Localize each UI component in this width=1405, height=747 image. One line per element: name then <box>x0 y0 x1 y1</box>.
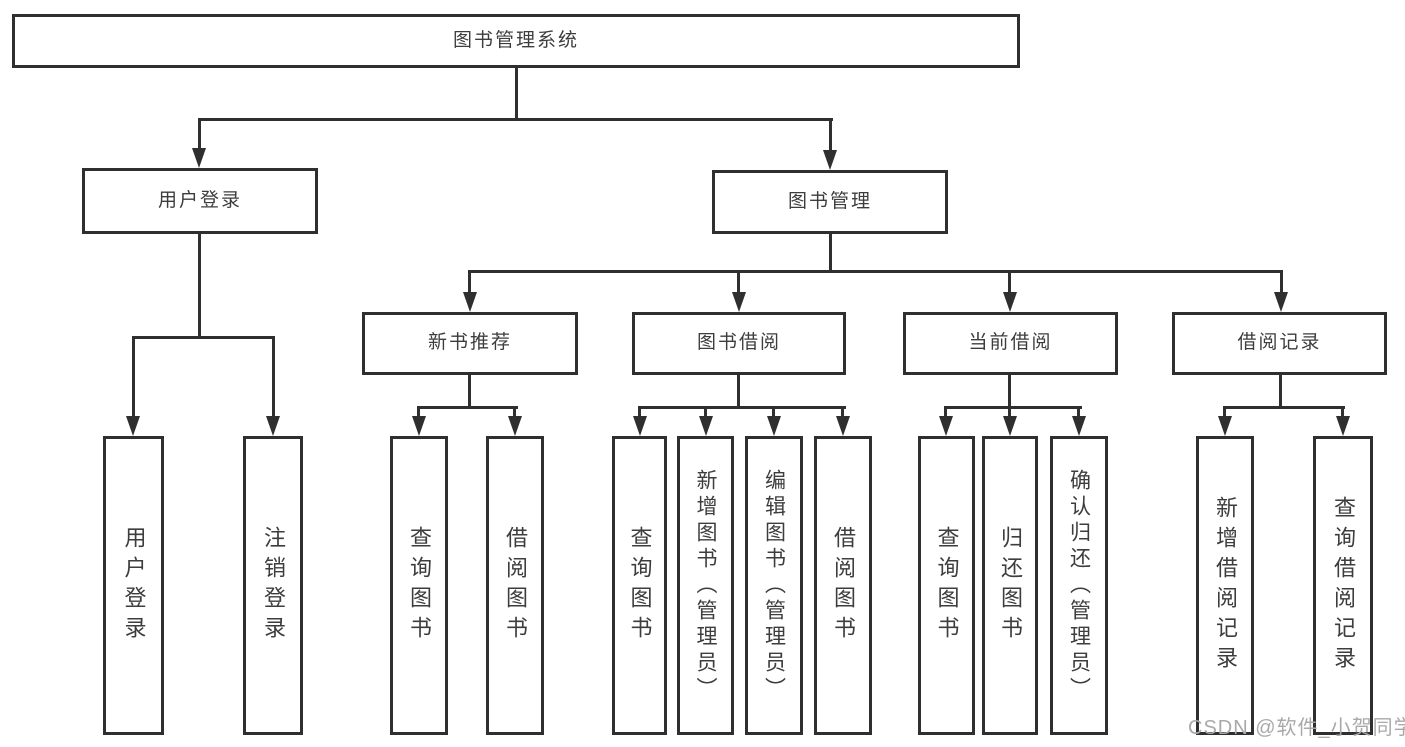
arrow-down-icon <box>266 416 280 436</box>
arrow-down-icon <box>1274 292 1288 312</box>
connector-line <box>704 406 707 418</box>
arrow-down-icon <box>126 416 140 436</box>
connector-line <box>1077 406 1080 418</box>
leaf-borrow-books-recommend-label: 借阅图书 <box>503 525 528 646</box>
arrow-down-icon <box>732 292 746 312</box>
arrow-down-icon <box>1072 416 1086 436</box>
leaf-query-books-recommend-label: 查询图书 <box>407 525 432 646</box>
leaf-confirm-return-admin: 确认归还（管理员） <box>1050 436 1108 735</box>
connector-line <box>198 118 833 121</box>
leaf-confirm-return-admin-label: 确认归还（管理员） <box>1067 468 1091 703</box>
connector-line <box>468 270 471 294</box>
leaf-borrow-books-recommend: 借阅图书 <box>486 436 544 735</box>
arrow-down-icon <box>823 150 837 170</box>
leaf-borrow-books-label: 借阅图书 <box>831 525 856 646</box>
node-book-management-label: 图书管理 <box>787 190 872 212</box>
arrow-down-icon <box>1336 416 1350 436</box>
arrow-down-icon <box>192 148 206 168</box>
connector-line <box>1223 406 1226 418</box>
arrow-down-icon <box>1003 292 1017 312</box>
connector-line <box>1008 375 1011 409</box>
connector-line <box>944 406 947 418</box>
connector-line <box>737 270 740 294</box>
leaf-query-books-borrow-label: 查询图书 <box>627 525 653 646</box>
connector-line <box>198 234 201 339</box>
leaf-borrow-books: 借阅图书 <box>814 436 872 735</box>
connector-line <box>513 406 516 418</box>
connector-line <box>944 406 1082 409</box>
connector-line <box>417 406 420 418</box>
connector-line <box>198 118 201 150</box>
leaf-logout: 注销登录 <box>243 436 303 735</box>
connector-line <box>829 234 832 273</box>
leaf-query-books-current-label: 查询图书 <box>934 525 960 646</box>
leaf-query-books-current: 查询图书 <box>918 436 975 735</box>
node-current-borrow-label: 当前借阅 <box>968 332 1053 354</box>
leaf-add-borrow-record-label: 新增借阅记录 <box>1213 495 1238 676</box>
leaf-query-books-recommend: 查询图书 <box>390 436 448 735</box>
leaf-add-books-admin-label: 新增图书（管理员） <box>694 468 717 703</box>
leaf-query-books-borrow: 查询图书 <box>612 436 667 735</box>
connector-line <box>737 375 740 409</box>
node-user-login: 用户登录 <box>82 168 318 234</box>
connector-line <box>772 406 775 418</box>
arrow-down-icon <box>1218 416 1232 436</box>
connector-line <box>638 406 641 418</box>
leaf-query-borrow-record: 查询借阅记录 <box>1313 436 1373 735</box>
connector-line <box>417 406 518 409</box>
arrow-down-icon <box>463 292 477 312</box>
node-book-borrow-label: 图书借阅 <box>696 332 781 354</box>
connector-line <box>1280 270 1283 294</box>
node-current-borrow: 当前借阅 <box>903 312 1118 375</box>
node-book-borrow: 图书借阅 <box>632 312 846 375</box>
arrow-down-icon <box>699 416 713 436</box>
node-root-label: 图书管理系统 <box>452 29 579 51</box>
arrow-down-icon <box>836 416 850 436</box>
leaf-add-books-admin: 新增图书（管理员） <box>677 436 734 735</box>
node-borrow-records-label: 借阅记录 <box>1237 332 1322 354</box>
watermark: CSDN @软件_小贺同学 <box>1188 717 1405 739</box>
connector-line <box>515 66 518 121</box>
connector-line <box>1279 375 1282 409</box>
connector-line <box>468 375 471 409</box>
node-book-management: 图书管理 <box>712 170 948 234</box>
leaf-edit-books-admin: 编辑图书（管理员） <box>745 436 803 735</box>
connector-line <box>841 406 844 418</box>
connector-line <box>1341 406 1344 418</box>
connector-line <box>1008 270 1011 294</box>
leaf-edit-books-admin-label: 编辑图书（管理员） <box>762 468 786 703</box>
leaf-logout-label: 注销登录 <box>261 525 286 646</box>
connector-line <box>132 336 275 339</box>
node-user-login-label: 用户登录 <box>157 189 242 211</box>
arrow-down-icon <box>1003 416 1017 436</box>
node-root: 图书管理系统 <box>12 14 1020 68</box>
connector-line <box>132 336 135 418</box>
leaf-return-books: 归还图书 <box>982 436 1038 735</box>
connector-line <box>468 270 1283 273</box>
connector-line <box>829 118 832 152</box>
arrow-down-icon <box>767 416 781 436</box>
leaf-user-login: 用户登录 <box>103 436 164 735</box>
node-new-book-recommend-label: 新书推荐 <box>427 332 512 354</box>
connector-line <box>1008 406 1011 418</box>
connector-line <box>1223 406 1345 409</box>
node-borrow-records: 借阅记录 <box>1172 312 1387 375</box>
arrow-down-icon <box>508 416 522 436</box>
leaf-user-login-label: 用户登录 <box>121 525 147 646</box>
connector-line <box>272 336 275 418</box>
arrow-down-icon <box>412 416 426 436</box>
leaf-return-books-label: 归还图书 <box>998 525 1023 646</box>
node-new-book-recommend: 新书推荐 <box>362 312 578 375</box>
connector-line <box>638 406 846 409</box>
arrow-down-icon <box>939 416 953 436</box>
leaf-add-borrow-record: 新增借阅记录 <box>1196 436 1254 735</box>
arrow-down-icon <box>633 416 647 436</box>
leaf-query-borrow-record-label: 查询借阅记录 <box>1331 495 1356 676</box>
